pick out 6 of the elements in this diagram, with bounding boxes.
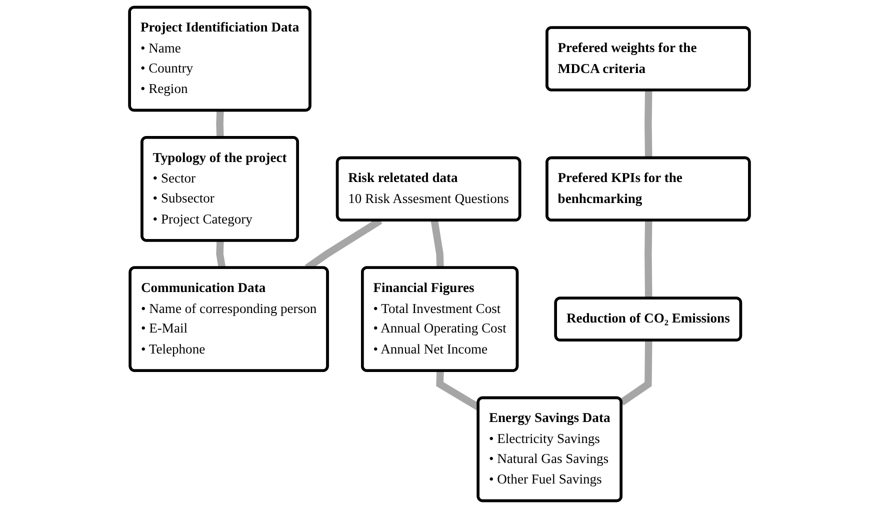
connector — [620, 340, 652, 406]
connector — [644, 220, 652, 299]
connector — [216, 240, 226, 269]
connector — [430, 220, 444, 268]
connector — [644, 90, 652, 158]
connector — [216, 110, 224, 138]
